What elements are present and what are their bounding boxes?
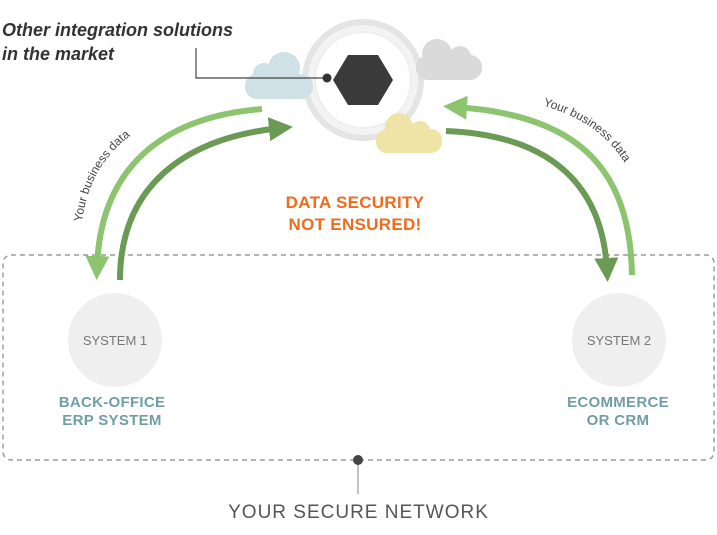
system-1-node	[68, 293, 162, 387]
warning-line-1: DATA SECURITY	[285, 193, 425, 212]
system-1-circle-label: SYSTEM 1	[83, 333, 147, 348]
callout-line-1: Other integration solutions	[2, 20, 234, 40]
competitor-callout: Other integration solutions in the marke…	[2, 18, 302, 66]
left-inbound-arrow	[117, 117, 293, 281]
cloud-gray-icon	[416, 39, 482, 80]
network-connector-dot	[353, 455, 363, 465]
system-2-description: ECOMMERCE OR CRM	[538, 394, 698, 430]
secure-network-boundary	[2, 254, 715, 461]
callout-pointer-line	[195, 48, 327, 79]
cloud-blue-icon	[245, 52, 313, 99]
callout-pointer-dot	[322, 73, 332, 83]
system-2-line-1: ECOMMERCE	[567, 394, 669, 411]
system-2-line-2: OR CRM	[586, 412, 650, 429]
system-1-line-2: ERP SYSTEM	[62, 412, 162, 429]
cloud-yellow-icon	[376, 113, 442, 153]
left-outbound-arrow	[85, 106, 263, 280]
right-outbound-arrow	[443, 95, 635, 276]
system-1-description: BACK-OFFICE ERP SYSTEM	[32, 394, 192, 430]
secure-network-label: YOUR SECURE NETWORK	[228, 502, 489, 523]
warning-line-2: NOT ENSURED!	[288, 215, 422, 234]
system-2-circle-label: SYSTEM 2	[587, 333, 651, 348]
hexagon-icon	[333, 55, 393, 105]
security-warning: DATA SECURITY NOT ENSURED!	[250, 192, 460, 236]
right-inbound-arrow	[445, 128, 619, 282]
system-1-line-1: BACK-OFFICE	[58, 394, 166, 411]
system-2-node	[572, 293, 666, 387]
callout-line-2: in the market	[2, 44, 115, 64]
